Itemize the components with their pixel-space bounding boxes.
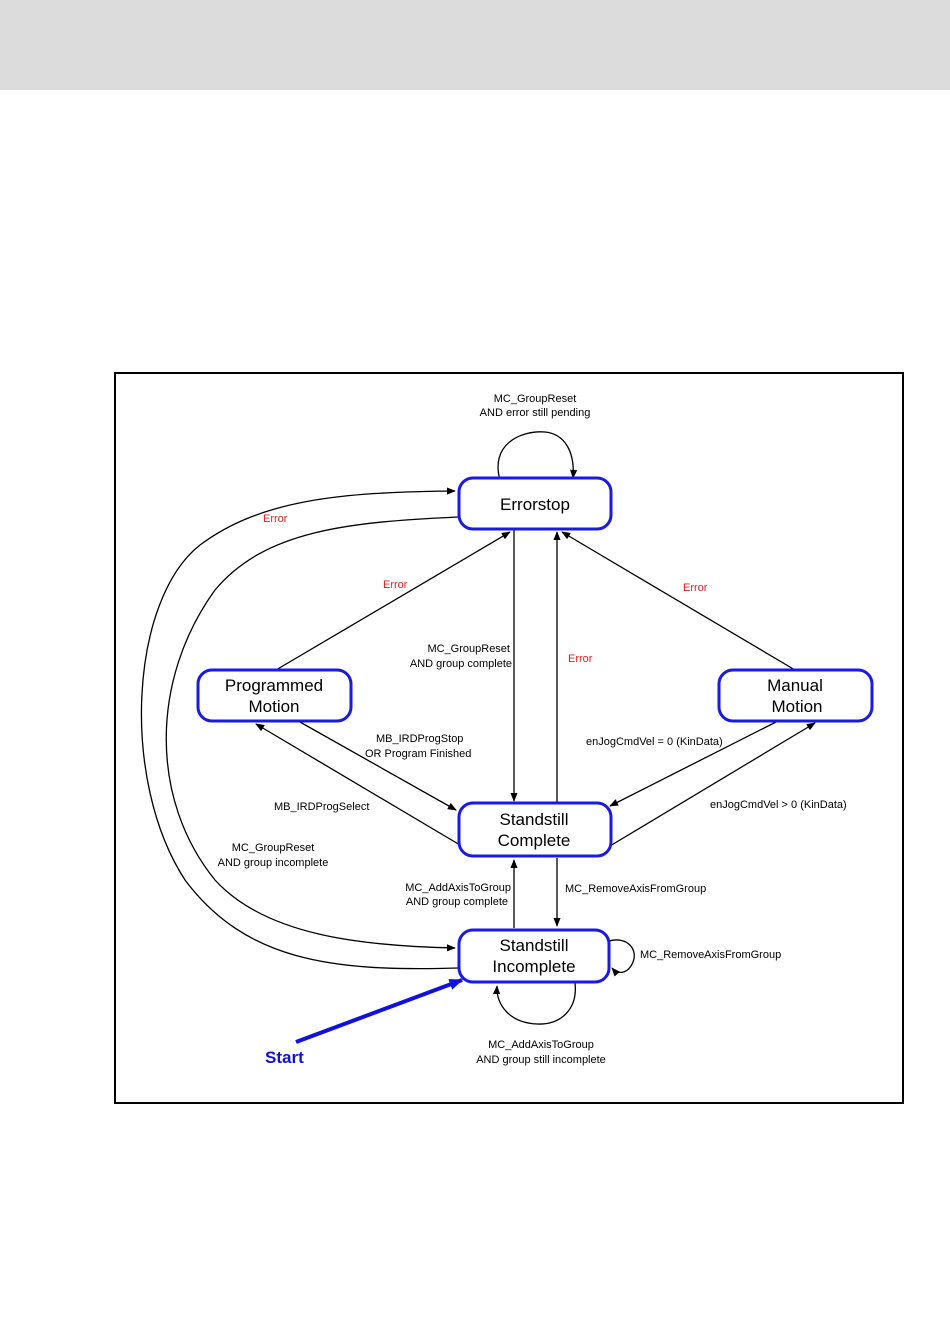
edge-complete-to-manual (609, 722, 816, 847)
state-manual-motion: Manual Motion (717, 668, 874, 723)
state-standstill-incomplete: Standstill Incomplete (457, 928, 611, 984)
diagram-frame (114, 372, 904, 1104)
state-programmed-motion-label-line1: Programmed (225, 676, 323, 695)
state-programmed-motion-label-line2: Motion (248, 697, 299, 716)
label-complete-to-programmed: MB_IRDProgSelect (274, 801, 369, 813)
edge-incomplete-self-remove (608, 939, 635, 977)
state-programmed-motion: Programmed Motion (196, 668, 353, 723)
label-programmed-to-errorstop: Error (383, 579, 408, 591)
label-incomplete-to-complete-line2: AND group complete (406, 896, 508, 908)
state-standstill-incomplete-label-line2: Incomplete (492, 957, 575, 976)
label-errorstop-to-complete-line1: MC_GroupReset (427, 643, 510, 655)
edge-manual-to-errorstop (561, 531, 796, 671)
page-header-band (0, 0, 950, 90)
state-manual-motion-label-line2: Motion (771, 697, 822, 716)
state-standstill-complete-label-line2: Complete (498, 831, 571, 850)
edge-incomplete-to-errorstop (140, 487, 459, 970)
label-errorstop-to-complete-line2: AND group complete (410, 658, 512, 670)
edge-incomplete-self-add (492, 982, 576, 1025)
label-programmed-to-complete-line1: MB_IRDProgStop (376, 733, 463, 745)
label-errorstop-self-line2: AND error still pending (480, 407, 591, 419)
state-standstill-incomplete-label-line1: Standstill (500, 936, 569, 955)
label-incomplete-to-errorstop: Error (263, 513, 288, 525)
label-incomplete-to-complete-line1: MC_AddAxisToGroup (405, 882, 511, 894)
state-standstill-complete-label-line1: Standstill (500, 810, 569, 829)
label-programmed-to-complete-line2: OR Program Finished (365, 748, 471, 760)
label-errorstop-to-incomplete-line2: AND group incomplete (218, 857, 329, 869)
edge-programmed-to-complete (299, 721, 457, 811)
label-errorstop-to-incomplete-line1: MC_GroupReset (232, 842, 315, 854)
edge-errorstop-self (497, 431, 578, 481)
label-complete-to-incomplete: MC_RemoveAxisFromGroup (565, 883, 706, 895)
edge-manual-to-complete (609, 721, 777, 807)
state-standstill-complete: Standstill Complete (457, 801, 613, 858)
start-label: Start (265, 1048, 304, 1067)
label-manual-to-errorstop: Error (683, 582, 708, 594)
edge-complete-to-programmed (255, 723, 461, 846)
start-arrow (295, 978, 464, 1044)
label-complete-to-errorstop: Error (568, 653, 593, 665)
state-manual-motion-label-line1: Manual (767, 676, 823, 695)
state-errorstop-label: Errorstop (500, 495, 570, 514)
label-manual-to-complete: enJogCmdVel = 0 (KinData) (586, 736, 723, 748)
label-incomplete-self-add-line1: MC_AddAxisToGroup (488, 1039, 594, 1051)
label-errorstop-self-line1: MC_GroupReset (494, 393, 577, 405)
label-incomplete-self-remove: MC_RemoveAxisFromGroup (640, 949, 781, 961)
state-errorstop: Errorstop (457, 476, 613, 531)
edge-programmed-to-errorstop (275, 531, 511, 671)
label-incomplete-self-add-line2: AND group still incomplete (476, 1054, 606, 1066)
label-complete-to-manual: enJogCmdVel > 0 (KinData) (710, 799, 847, 811)
edge-errorstop-to-incomplete (165, 516, 459, 952)
